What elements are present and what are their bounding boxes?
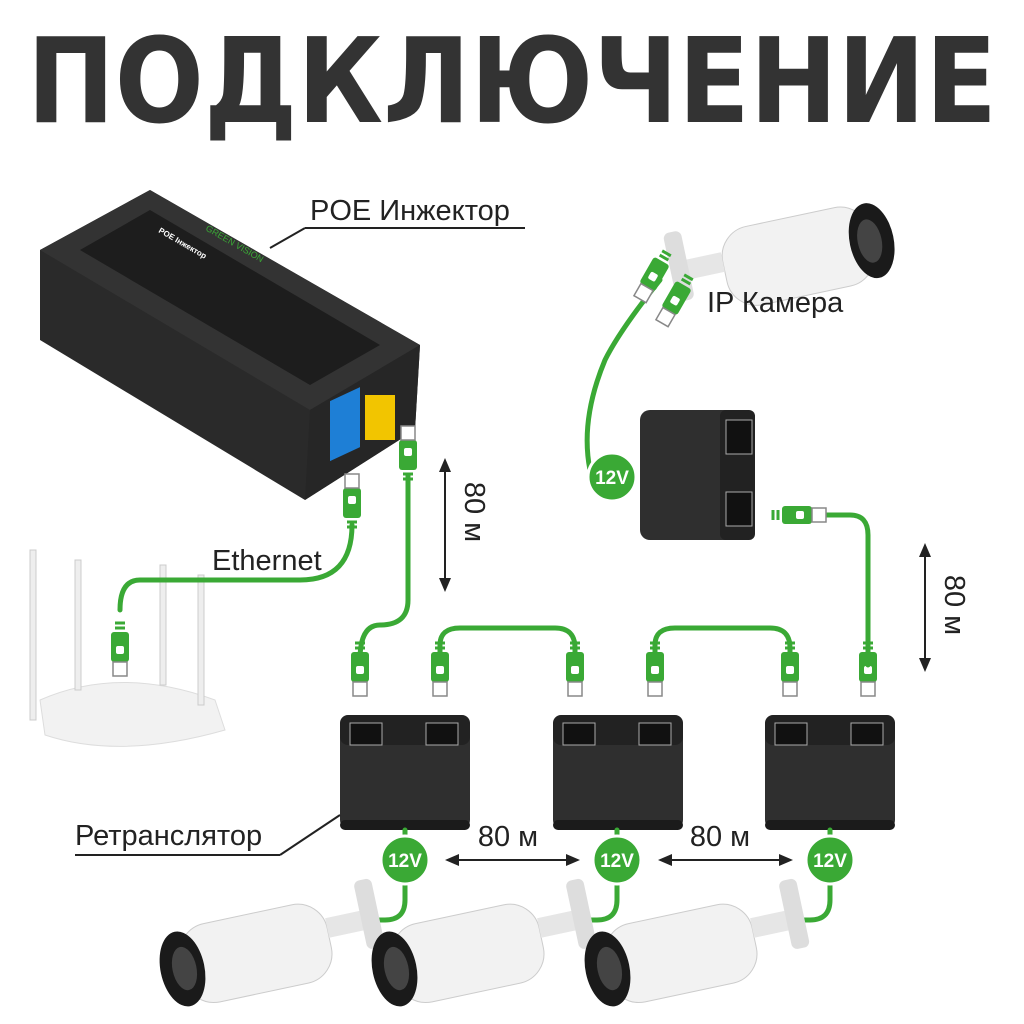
repeater-3 — [764, 714, 896, 831]
router — [29, 549, 226, 747]
label-distance-vertical-right: 80 м — [938, 575, 970, 635]
label-poe-injector: POE Инжектор — [310, 195, 510, 227]
page-title: ПОДКЛЮЧЕНИЕ — [27, 12, 997, 150]
badge-label: 12V — [600, 851, 634, 872]
rj45-plug-icon — [109, 621, 131, 678]
label-distance-horizontal-2: 80 м — [690, 821, 750, 853]
label-ip-camera: IP Камера — [707, 287, 844, 319]
repeater-2 — [552, 714, 684, 831]
ip-camera-2 — [362, 877, 602, 1014]
label-repeater: Ретранслятор — [75, 820, 262, 852]
label-distance-horizontal-1: 80 м — [478, 821, 538, 853]
rj45-plug-icon — [771, 504, 828, 526]
ip-camera-3 — [575, 877, 815, 1014]
badge-label: 12V — [595, 468, 629, 489]
poe-injector: GREEN VISION POE Інжектор — [40, 190, 420, 500]
repeater-1 — [339, 714, 471, 831]
poe-splitter — [640, 410, 755, 540]
rj45-plug-icon — [341, 472, 363, 529]
badge-label: 12V — [813, 851, 847, 872]
label-ethernet: Ethernet — [212, 545, 322, 577]
rj45-plug-icon — [397, 424, 419, 481]
badge-label: 12V — [388, 851, 422, 872]
label-distance-vertical-left: 80 м — [458, 482, 490, 542]
ip-camera-1 — [150, 877, 390, 1014]
